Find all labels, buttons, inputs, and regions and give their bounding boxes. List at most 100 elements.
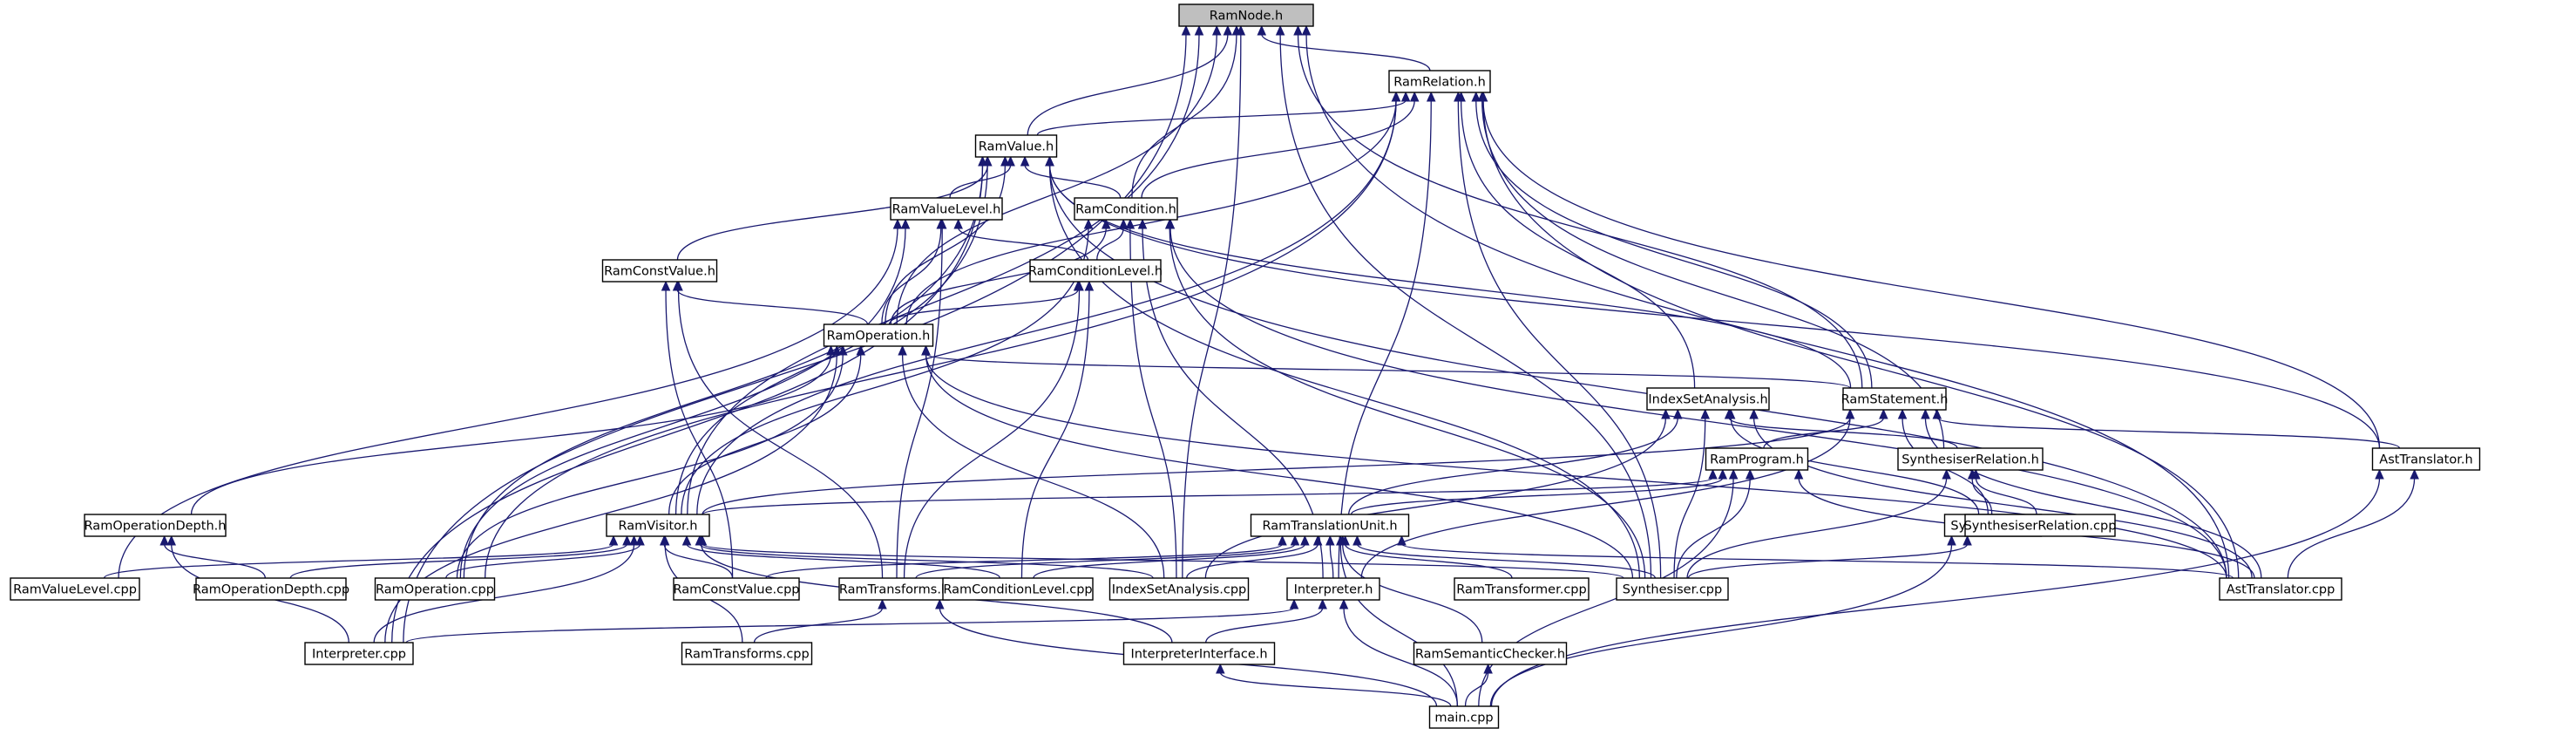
arrowhead-ramrelation-h	[1391, 91, 1401, 102]
node-synthesiserrelation-cpp[interactable]: SynthesiserRelation.cpp	[1964, 514, 2117, 537]
arrowhead-asttranslator-h	[2410, 468, 2419, 480]
node-box[interactable]	[2219, 577, 2342, 601]
node-ramtransforms-h[interactable]: RamTransforms.h	[838, 577, 950, 601]
node-ramcondition-h[interactable]: RamCondition.h	[1074, 197, 1178, 221]
arrowhead-ramcondition-h	[1125, 218, 1135, 229]
edge-ramtranslationunit-h-to-ramprogram-h	[1350, 477, 1724, 515]
edge-asttranslator-h-to-ramrelation-h	[1482, 99, 2381, 449]
node-box[interactable]	[84, 514, 227, 537]
node-box[interactable]	[1428, 705, 1500, 729]
node-box[interactable]	[1122, 642, 1276, 665]
edge-interpreter-cpp-to-ramvisitor-h	[373, 543, 635, 643]
node-ramoperationdepth-cpp[interactable]: RamOperationDepth.cpp	[193, 577, 349, 601]
node-box[interactable]	[601, 259, 718, 283]
edge-main-cpp-to-synthesiser-h	[1489, 543, 1953, 707]
node-box[interactable]	[1897, 447, 2044, 471]
node-box[interactable]	[1705, 447, 1809, 471]
node-interpreterinterface-h[interactable]: InterpreterInterface.h	[1122, 642, 1276, 665]
node-box[interactable]	[974, 134, 1058, 158]
node-box[interactable]	[1842, 387, 1947, 411]
node-box[interactable]	[195, 577, 347, 601]
node-label: RamTransformer.cpp	[1456, 583, 1586, 597]
node-box[interactable]	[1964, 514, 2116, 537]
node-ramprogram-h[interactable]: RamProgram.h	[1705, 447, 1809, 471]
node-ramrelation-h[interactable]: RamRelation.h	[1388, 70, 1491, 93]
node-indexsetanalysis-h[interactable]: IndexSetAnalysis.h	[1646, 387, 1770, 411]
arrowhead-ramvisitor-h	[608, 535, 619, 546]
node-ramvalue-h[interactable]: RamValue.h	[974, 134, 1058, 158]
node-synthesiserrelation-h[interactable]: SynthesiserRelation.h	[1897, 447, 2044, 471]
node-box[interactable]	[1029, 259, 1162, 283]
arrowhead-ramtranslationunit-h	[1336, 535, 1346, 546]
node-ramconditionlevel-h[interactable]: RamConditionLevel.h	[1028, 259, 1163, 283]
node-interpreter-cpp[interactable]: Interpreter.cpp	[304, 642, 414, 665]
node-box[interactable]	[2371, 447, 2481, 471]
node-box[interactable]	[1388, 70, 1491, 93]
node-ramconstvalue-cpp[interactable]: RamConstValue.cpp	[673, 577, 800, 601]
node-box[interactable]	[1646, 387, 1770, 411]
node-box[interactable]	[823, 323, 934, 347]
arrowhead-ramnode-h	[1293, 24, 1303, 36]
arrowhead-indexsetanalysis-h	[1749, 408, 1759, 419]
node-main-cpp[interactable]: main.cpp	[1428, 705, 1500, 729]
arrowhead-ramprogram-h	[1718, 468, 1728, 480]
edge-ramoperation-cpp-to-ramoperation-h	[456, 353, 844, 579]
arrowhead-ramnode-h	[1236, 24, 1246, 36]
node-ramstatement-h[interactable]: RamStatement.h	[1841, 387, 1949, 411]
node-box[interactable]	[304, 642, 414, 665]
node-label: RamStatement.h	[1841, 393, 1949, 407]
node-ramoperationdepth-h[interactable]: RamOperationDepth.h	[84, 514, 227, 537]
arrowhead-ramvalue-h	[1000, 155, 1010, 167]
edge-ramvaluelevel-cpp-to-ramvisitor-h	[103, 543, 614, 579]
node-ramtranslationunit-h[interactable]: RamTranslationUnit.h	[1250, 514, 1410, 537]
node-box[interactable]	[681, 642, 813, 665]
node-box[interactable]	[673, 577, 800, 601]
arrowhead-ramsemanticchecker-h	[1483, 663, 1493, 674]
edge-ramoperation-h-to-ramcondition-h	[890, 227, 1107, 325]
node-ramconditionlevel-cpp[interactable]: RamConditionLevel.cpp	[942, 577, 1094, 601]
node-box[interactable]	[1108, 577, 1250, 601]
arrowhead-interpreter-h	[1289, 598, 1299, 609]
node-box[interactable]	[838, 577, 950, 601]
node-box[interactable]	[1178, 3, 1314, 27]
node-label: RamRelation.h	[1393, 76, 1486, 90]
node-ramoperation-h[interactable]: RamOperation.h	[823, 323, 934, 347]
node-box[interactable]	[1413, 642, 1568, 665]
arrowhead-ramvaluelevel-h	[953, 218, 963, 229]
node-ramsemanticchecker-h[interactable]: RamSemanticChecker.h	[1413, 642, 1568, 665]
arrowhead-ramnode-h	[1194, 24, 1204, 36]
edge-ramconstvalue-h-to-ramvalue-h	[676, 164, 988, 261]
node-ramnode-h[interactable]: RamNode.h	[1178, 3, 1314, 27]
node-box[interactable]	[1074, 197, 1178, 221]
node-box[interactable]	[1250, 514, 1410, 537]
node-ramtransformer-cpp[interactable]: RamTransformer.cpp	[1454, 577, 1590, 601]
node-label: RamOperation.h	[827, 330, 931, 344]
node-ramconstvalue-h[interactable]: RamConstValue.h	[601, 259, 718, 283]
node-box[interactable]	[374, 577, 496, 601]
node-box[interactable]	[1286, 577, 1380, 601]
node-ramvaluelevel-cpp[interactable]: RamValueLevel.cpp	[10, 577, 140, 601]
node-box[interactable]	[1616, 577, 1729, 601]
arrowhead-indexsetanalysis-h	[1700, 408, 1710, 419]
node-box[interactable]	[942, 577, 1094, 601]
edge-asttranslator-cpp-to-ramoperation-h	[925, 353, 2227, 579]
node-ramvisitor-h[interactable]: RamVisitor.h	[606, 514, 710, 537]
node-asttranslator-cpp[interactable]: AstTranslator.cpp	[2219, 577, 2342, 601]
arrowhead-ramrelation-h	[1426, 91, 1436, 102]
edge-indexsetanalysis-h-to-ramrelation-h	[1460, 99, 1696, 389]
edge-main-cpp-to-ramsemanticchecker-h	[1464, 671, 1489, 707]
node-indexsetanalysis-cpp[interactable]: IndexSetAnalysis.cpp	[1108, 577, 1250, 601]
node-synthesiser-cpp[interactable]: Synthesiser.cpp	[1616, 577, 1729, 601]
node-interpreter-h[interactable]: Interpreter.h	[1286, 577, 1380, 601]
node-box[interactable]	[890, 197, 1003, 221]
node-box[interactable]	[1454, 577, 1590, 601]
edge-ramvaluelevel-h-to-ramvalue-h	[949, 164, 1012, 199]
node-box[interactable]	[606, 514, 710, 537]
node-asttranslator-h[interactable]: AstTranslator.h	[2371, 447, 2481, 471]
node-ramtransforms-cpp[interactable]: RamTransforms.cpp	[681, 642, 813, 665]
node-box[interactable]	[10, 577, 140, 601]
arrowhead-ramnode-h	[1181, 24, 1191, 36]
node-ramvaluelevel-h[interactable]: RamValueLevel.h	[890, 197, 1003, 221]
node-ramoperation-cpp[interactable]: RamOperation.cpp	[374, 577, 496, 601]
edge-synthesiser-cpp-to-indexsetanalysis-h	[1673, 417, 1706, 579]
